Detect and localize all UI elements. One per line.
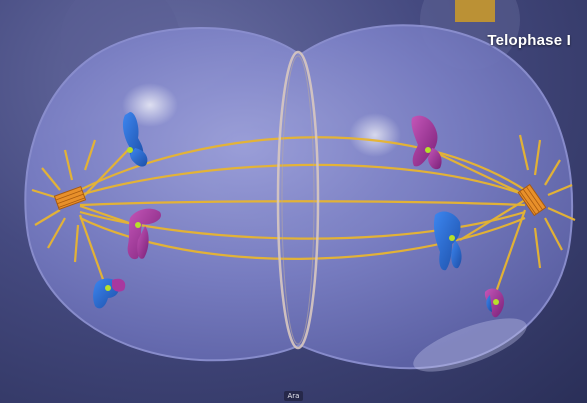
centrosome-right (517, 183, 547, 217)
chromosome-blue-right-middle (433, 211, 462, 271)
caption-label: Ara (283, 391, 304, 401)
cleavage-ring (276, 50, 320, 350)
chromosome-magenta-right-top (411, 115, 442, 170)
chromosome-magenta-left-middle (127, 208, 161, 260)
background-decoration (455, 0, 495, 22)
chromosome-right-bottom (484, 288, 505, 318)
centrosome-left (53, 185, 87, 211)
chromosome-blue-left-top (122, 112, 148, 167)
dividing-cell (24, 24, 574, 372)
chromosome-blue-left-bottom (93, 278, 126, 309)
phase-title: Telophase I (487, 32, 571, 49)
